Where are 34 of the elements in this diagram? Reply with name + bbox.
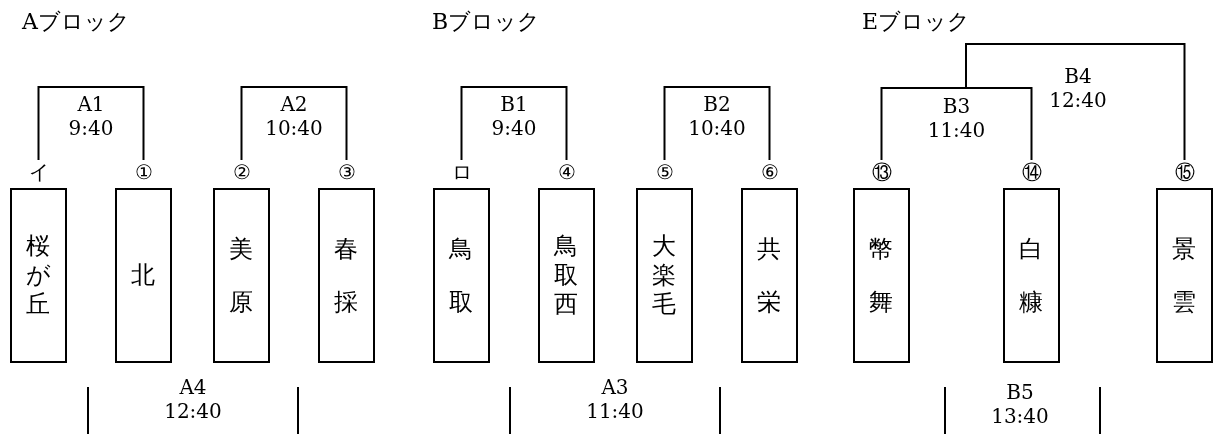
team-name: 鳥取西 [553, 232, 580, 319]
team-name: 大楽毛 [651, 232, 678, 319]
seed-number: ロ [450, 160, 473, 184]
bracket-line [663, 86, 771, 161]
bracket-line [880, 87, 1033, 161]
team-name: 北 [130, 261, 157, 290]
team-name: 春採 [333, 233, 360, 318]
seed-number: ⑭ [1020, 160, 1043, 184]
seed-number: ④ [556, 160, 577, 184]
block-title: Aブロック [22, 10, 131, 34]
team-name: 景雲 [1171, 233, 1198, 318]
seed-number: ⑬ [870, 160, 893, 184]
bracket-line [240, 86, 348, 161]
match-label: A3 11:40 [585, 375, 645, 423]
team-name: 共栄 [756, 233, 783, 318]
seed-number: ② [231, 160, 252, 184]
seed-number: ⑤ [654, 160, 675, 184]
team-name: 美原 [228, 233, 255, 318]
team-name: 鳥取 [448, 233, 475, 318]
seed-number: ① [133, 160, 154, 184]
seed-number: ③ [336, 160, 357, 184]
bracket-line [965, 43, 1186, 161]
bracket-line [460, 86, 568, 161]
block-title: Bブロック [432, 10, 542, 34]
match-label: B5 13:40 [990, 380, 1050, 428]
seed-number: ⑥ [759, 160, 780, 184]
seed-number: ⑮ [1173, 160, 1196, 184]
team-name: 白糠 [1018, 233, 1045, 318]
block-title: Eブロック [862, 10, 972, 34]
team-name: 桜が丘 [25, 232, 52, 319]
match-label: A4 12:40 [163, 375, 223, 423]
bracket-line [37, 86, 145, 161]
team-name: 幣舞 [868, 233, 895, 318]
seed-number: イ [27, 160, 50, 184]
